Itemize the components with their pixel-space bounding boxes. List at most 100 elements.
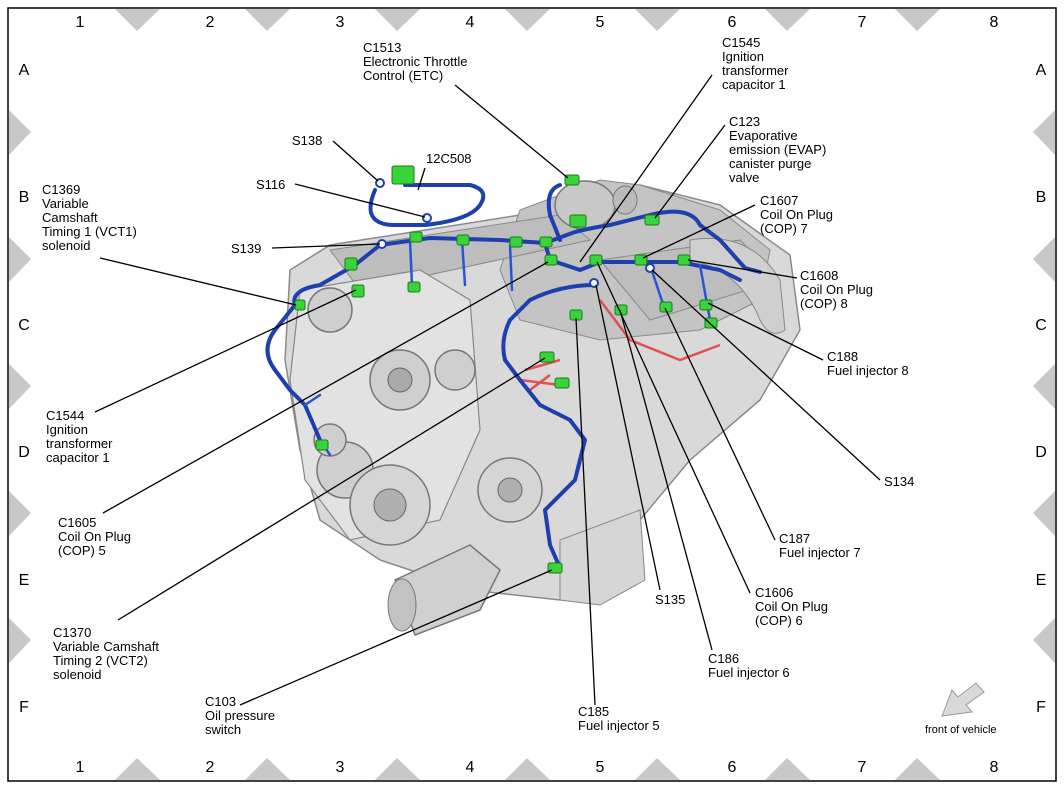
- callout-line: C185: [578, 704, 609, 719]
- grid-column-label: 4: [466, 759, 475, 776]
- callout-line: C1370: [53, 625, 91, 640]
- callout-line: capacitor 1: [722, 77, 786, 92]
- grid-column-label: 1: [76, 759, 85, 776]
- callout-line: (COP) 5: [58, 543, 106, 558]
- label-s138: S138: [292, 133, 322, 148]
- callout-line: Ignition: [46, 422, 88, 437]
- callout-line: C1369: [42, 182, 80, 197]
- grid-row-label: C: [1035, 317, 1047, 334]
- connectors: [294, 165, 718, 574]
- grid-row-label: E: [1036, 572, 1047, 589]
- callout-line: emission (EVAP): [729, 142, 826, 157]
- callout-line: C187: [779, 531, 810, 546]
- callout-line: Ignition: [722, 49, 764, 64]
- callout-line: Coil On Plug: [755, 599, 828, 614]
- grid-column-label: 5: [596, 759, 605, 776]
- callout-line: C1607: [760, 193, 798, 208]
- callout-line: C1605: [58, 515, 96, 530]
- grid-row-label: B: [19, 189, 30, 206]
- grid-column-label: 5: [596, 14, 605, 31]
- arrow-icon: [941, 682, 985, 717]
- grid-row-label: F: [1036, 699, 1046, 716]
- callout-line: C103: [205, 694, 236, 709]
- label-s134: S134: [884, 474, 914, 489]
- callout-line: (COP) 8: [800, 296, 848, 311]
- grid-column-label: 7: [858, 759, 867, 776]
- callout-line: 12C508: [426, 151, 472, 166]
- grid-row-label: E: [19, 572, 30, 589]
- callout-line: Control (ETC): [363, 68, 443, 83]
- connector-c1369: [294, 299, 306, 311]
- grid-column-label: 3: [336, 759, 345, 776]
- callout-line: Fuel injector 5: [578, 718, 660, 733]
- connector-c1605: [544, 254, 558, 266]
- grid-column-label: 8: [990, 759, 999, 776]
- connector-c1544: [351, 284, 365, 298]
- callout-line: transformer: [46, 436, 113, 451]
- callout-line: C1608: [800, 268, 838, 283]
- callout-line: S134: [884, 474, 914, 489]
- grid-column-label: 1: [76, 14, 85, 31]
- callout-line: C123: [729, 114, 760, 129]
- callout-line: (COP) 6: [755, 613, 803, 628]
- grid-row-label: F: [19, 699, 29, 716]
- callout-line: capacitor 1: [46, 450, 110, 465]
- label-s139: S139: [231, 241, 261, 256]
- callout-line: Timing 2 (VCT2): [53, 653, 148, 668]
- callout-line: canister purge: [729, 156, 811, 171]
- callout-line: S138: [292, 133, 322, 148]
- callout-line: C1545: [722, 35, 760, 50]
- grid-row-label: D: [1035, 444, 1047, 461]
- label-s116: S116: [256, 177, 285, 192]
- callout-line: Coil On Plug: [760, 207, 833, 222]
- connector-c188: [699, 299, 713, 311]
- grid-column-label: 8: [990, 14, 999, 31]
- grid-row-label: D: [18, 444, 30, 461]
- callout-line: Coil On Plug: [800, 282, 873, 297]
- callout-line: Variable Camshaft: [53, 639, 159, 654]
- callout-line: S116: [256, 177, 285, 192]
- connector-c187: [659, 301, 673, 313]
- callout-line: Coil On Plug: [58, 529, 131, 544]
- leader-lines: [94, 74, 881, 706]
- grid-column-label: 7: [858, 14, 867, 31]
- grid-column-label: 3: [336, 14, 345, 31]
- callout-line: transformer: [722, 63, 789, 78]
- callout-line: C1606: [755, 585, 793, 600]
- grid-row-label: B: [1036, 189, 1047, 206]
- callout-line: Timing 1 (VCT1): [42, 224, 137, 239]
- connector-12c508: [391, 165, 415, 185]
- callout-line: (COP) 7: [760, 221, 808, 236]
- callout-line: Oil pressure: [205, 708, 275, 723]
- wiring-harness: [265, 183, 762, 570]
- grid-column-label: 6: [728, 14, 737, 31]
- callout-line: Evaporative: [729, 128, 798, 143]
- callout-line: C188: [827, 349, 858, 364]
- callout-line: solenoid: [42, 238, 90, 253]
- callout-line: switch: [205, 722, 241, 737]
- callout-line: C1513: [363, 40, 401, 55]
- front-of-vehicle-indicator: front of vehicle: [925, 682, 997, 736]
- border-zone-markers: [9, 9, 1055, 780]
- grid-column-label: 6: [728, 759, 737, 776]
- label-s135: S135: [655, 592, 685, 607]
- callout-line: Electronic Throttle: [363, 54, 468, 69]
- connector-c1513: [564, 174, 580, 186]
